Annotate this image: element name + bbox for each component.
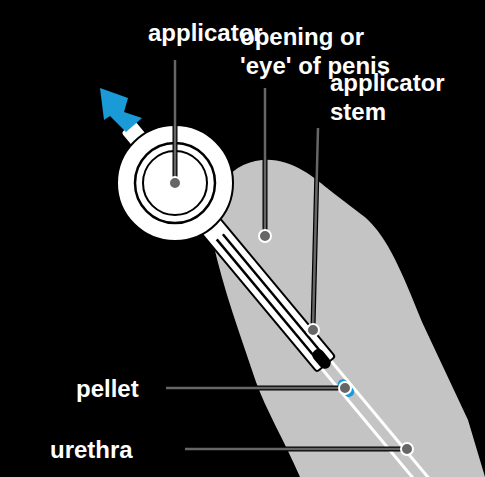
stem-line bbox=[223, 234, 327, 358]
part-label: pellet bbox=[76, 374, 139, 403]
stem-line bbox=[217, 239, 321, 363]
penis-shape bbox=[210, 160, 485, 477]
leader-dots bbox=[169, 177, 413, 455]
part-label: urethra bbox=[50, 435, 133, 464]
pellet-shape bbox=[336, 377, 356, 399]
press-arrow bbox=[100, 88, 142, 132]
stem-tip bbox=[310, 347, 333, 372]
device-axis bbox=[198, 214, 460, 477]
part-label: applicator stem bbox=[330, 68, 465, 126]
